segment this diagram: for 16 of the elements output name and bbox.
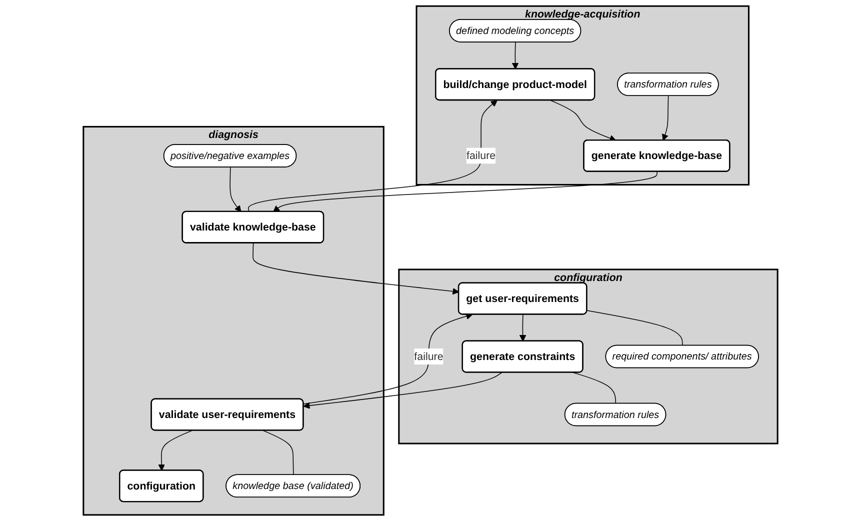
- arrow: [230, 166, 242, 212]
- arrow: [303, 372, 502, 409]
- connector: [262, 430, 294, 476]
- arrow: [248, 100, 498, 212]
- connector: [586, 310, 683, 346]
- connector: [572, 372, 616, 404]
- arrow: [512, 42, 519, 70]
- arrow: [158, 430, 192, 471]
- arrow: [550, 100, 616, 142]
- arrow: [662, 96, 669, 141]
- edge-label: failure: [466, 149, 496, 162]
- arrow: [519, 314, 526, 342]
- arrow: [273, 171, 658, 212]
- edge-label: failure: [414, 350, 444, 362]
- arrow: [303, 313, 473, 404]
- arrow: [252, 242, 460, 295]
